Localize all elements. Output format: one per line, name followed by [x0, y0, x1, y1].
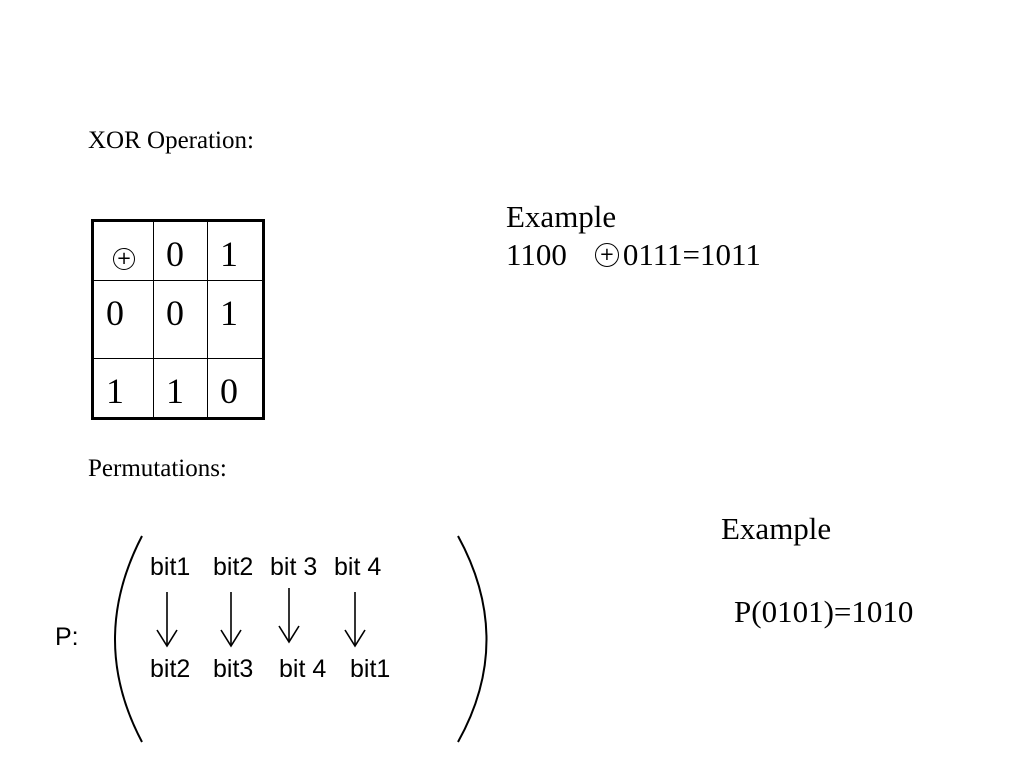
bit-top-2: bit2: [213, 553, 254, 581]
bit-bottom-4: bit1: [350, 655, 391, 683]
bit-bottom-3: bit 4: [279, 655, 327, 683]
bit-top-4: bit 4: [334, 553, 382, 581]
arrow-down-icon: [344, 592, 366, 648]
xor-heading: XOR Operation:: [88, 127, 254, 154]
xor-example-right-side: 0111=1011: [622, 237, 761, 272]
xor-example-equation: 1100 + 0111=1011: [506, 236, 761, 274]
table-header-cell: 1: [207, 220, 264, 281]
xor-example-left-operand: 1100: [506, 237, 567, 272]
right-parenthesis: [457, 535, 488, 743]
table-row-label: 1: [92, 358, 154, 419]
xor-truth-table: + 0 1 0 0 1 1 1 0: [91, 219, 265, 420]
permutation-label: P:: [55, 623, 79, 651]
table-cell: 1: [207, 280, 264, 359]
left-parenthesis: [114, 535, 143, 743]
table-cell: 0: [207, 358, 264, 419]
permutation-example-title: Example: [721, 511, 832, 546]
xor-operator-icon: +: [594, 243, 619, 267]
permutations-heading: Permutations:: [88, 455, 227, 482]
arrow-down-icon: [220, 592, 242, 648]
table-row: 1 1 0: [92, 358, 264, 419]
xor-example-title: Example: [506, 199, 617, 234]
arrow-down-icon: [278, 588, 300, 644]
bit-top-3: bit 3: [270, 553, 318, 581]
bit-bottom-1: bit2: [150, 655, 191, 683]
table-corner-cell: +: [92, 220, 154, 281]
table-cell: 1: [153, 358, 208, 419]
bit-top-1: bit1: [150, 553, 191, 581]
arrow-down-icon: [156, 592, 178, 648]
xor-example: Example 1100 + 0111=1011: [506, 198, 761, 274]
xor-operator-icon: +: [113, 248, 135, 270]
bit-bottom-2: bit3: [213, 655, 254, 683]
permutation-example-equation: P(0101)=1010: [734, 594, 914, 629]
